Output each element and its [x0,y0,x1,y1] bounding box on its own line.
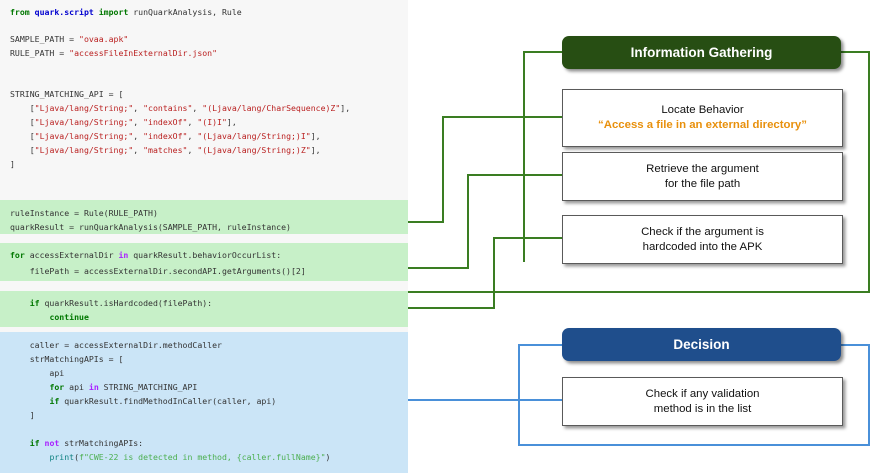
code-line-0: from quark.script import runQuarkAnalysi… [10,7,242,17]
code-highlight-band-2 [0,262,408,281]
wire-green-retrieve [408,174,562,269]
step-locate-behavior[interactable]: Locate Behavior “Access a file in an ext… [562,89,843,147]
code-line-16: strMatchingAPIs = [ [10,354,124,364]
step-check-validation-line2: method is in the list [653,402,752,415]
stage-header-decision[interactable]: Decision [562,328,841,361]
step-locate-behavior-line1: Locate Behavior [661,104,744,116]
code-line-19: if quarkResult.findMethodInCaller(caller… [49,396,277,406]
step-check-hardcoded[interactable]: Check if the argument is hardcoded into … [562,215,843,264]
step-retrieve-argument-line2: for the file path [664,177,741,190]
wire-green-loop [408,51,870,293]
code-line-10: quarkResult = runQuarkAnalysis(SAMPLE_PA… [10,222,291,232]
stage-header-label: Information Gathering [630,45,773,60]
step-retrieve-argument-line1: Retrieve the argument [646,162,759,175]
code-panel[interactable]: from quark.script import runQuarkAnalysi… [0,0,408,473]
code-line-4: ["Ljava/lang/String;", "contains", "(Lja… [10,103,351,113]
code-line-2: RULE_PATH = "accessFileInExternalDir.jso… [10,48,218,58]
code-line-13: if quarkResult.isHardcoded(filePath): [29,298,213,308]
blue-wire-group [408,344,870,446]
code-line-22: print(f"CWE-22 is detected in method, {c… [49,452,331,462]
wire-green-locate [408,116,562,223]
code-highlight-band-1 [0,243,408,262]
code-highlight-band-0 [0,200,408,234]
code-line-7: ["Ljava/lang/String;", "matches", "(Ljav… [10,145,321,155]
code-listing[interactable]: from quark.script import runQuarkAnalysi… [0,0,408,473]
code-line-21: if not strMatchingAPIs: [29,438,144,448]
code-line-15: caller = accessExternalDir.methodCaller [10,340,222,350]
code-line-6: ["Ljava/lang/String;", "indexOf", "(Ljav… [10,131,321,141]
code-line-5: ["Ljava/lang/String;", "indexOf", "(I)I"… [10,117,237,127]
step-retrieve-argument[interactable]: Retrieve the argument for the file path [562,152,843,201]
step-locate-behavior-line2: “Access a file in an external directory” [598,119,807,131]
step-check-validation[interactable]: Check if any validation method is in the… [562,377,843,426]
code-line-3: STRING_MATCHING_API = [ [10,89,124,99]
code-line-12: filePath = accessExternalDir.secondAPI.g… [10,266,306,276]
code-highlight-band-3 [0,291,408,327]
stage-header-information-gathering[interactable]: Information Gathering [562,36,841,69]
wire-green-hardcoded [408,237,562,309]
code-line-8: ] [10,159,15,169]
code-line-17: api [10,368,65,378]
wire-blue-loop [518,344,870,446]
green-wire-group [408,51,870,309]
step-check-hardcoded-line2: hardcoded into the APK [642,240,763,253]
code-line-11: for accessExternalDir in quarkResult.beh… [10,250,282,260]
code-line-14: continue [49,312,89,322]
wire-green-trunk [523,51,562,262]
code-line-20: ] [10,410,35,420]
code-line-1: SAMPLE_PATH = "ovaa.apk" [10,34,129,44]
code-line-18: for api in STRING_MATCHING_API [49,382,198,392]
code-highlight-band-4 [0,332,408,473]
step-check-validation-line1: Check if any validation [645,387,760,400]
code-line-9: ruleInstance = Rule(RULE_PATH) [10,208,158,218]
step-check-hardcoded-line1: Check if the argument is [641,225,764,238]
stage-header-label-decision: Decision [673,337,730,352]
